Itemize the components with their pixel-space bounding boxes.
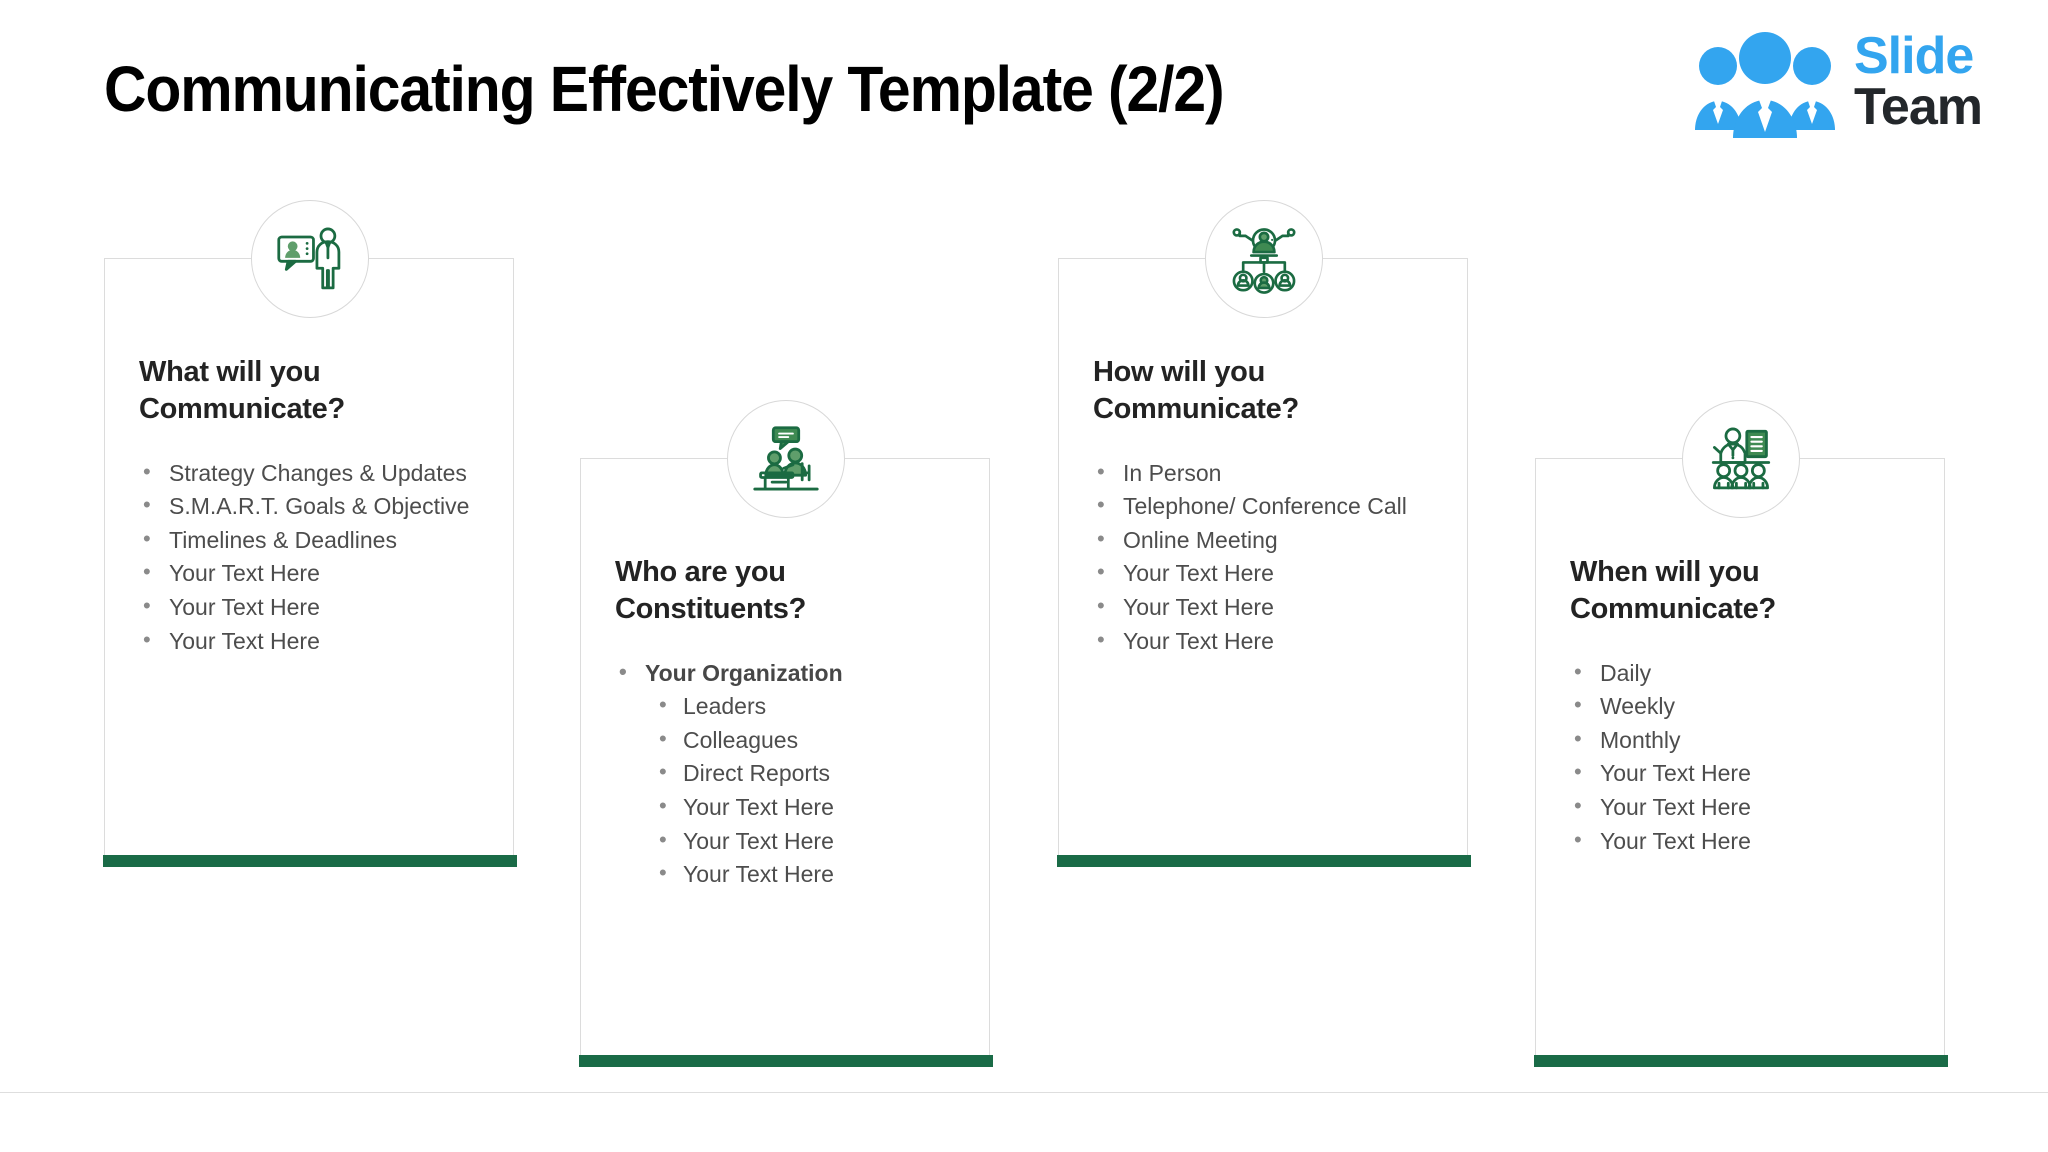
- card-bullet-list: DailyWeeklyMonthlyYour Text HereYour Tex…: [1570, 657, 1910, 857]
- footer-divider: [0, 1092, 2048, 1093]
- list-item: Your Text Here: [615, 858, 955, 890]
- card-what-will-you-communicate[interactable]: What will you Communicate? Strategy Chan…: [103, 200, 517, 867]
- list-item: Your Text Here: [1093, 557, 1433, 589]
- card-accent-bar: [1057, 855, 1471, 867]
- card-bullet-list: Your OrganizationLeadersColleaguesDirect…: [615, 657, 955, 890]
- list-item: Monthly: [1570, 724, 1910, 756]
- card-when-will-you-communicate[interactable]: When will you Communicate? DailyWeeklyMo…: [1534, 400, 1948, 1067]
- card-heading: What will you Communicate?: [139, 356, 345, 425]
- card-bullet-list: Strategy Changes & UpdatesS.M.A.R.T. Goa…: [139, 457, 479, 657]
- list-item: Weekly: [1570, 690, 1910, 722]
- list-item: Leaders: [615, 690, 955, 722]
- list-item: Your Text Here: [615, 825, 955, 857]
- list-item: Online Meeting: [1093, 524, 1433, 556]
- list-item: Your Text Here: [139, 557, 479, 589]
- list-item: Daily: [1570, 657, 1910, 689]
- list-item: Colleagues: [615, 724, 955, 756]
- list-item: In Person: [1093, 457, 1433, 489]
- list-item: Timelines & Deadlines: [139, 524, 479, 556]
- list-item: Your Text Here: [1093, 591, 1433, 623]
- card-content: How will you Communicate? In PersonTelep…: [1059, 259, 1467, 656]
- card-how-will-you-communicate[interactable]: How will you Communicate? In PersonTelep…: [1057, 200, 1471, 867]
- list-item: Your Text Here: [615, 791, 955, 823]
- list-item: Your Text Here: [139, 591, 479, 623]
- card-accent-bar: [1534, 1055, 1948, 1067]
- list-item: Your Text Here: [139, 625, 479, 657]
- list-item: Your Organization: [615, 657, 955, 689]
- card-bullet-list: In PersonTelephone/ Conference CallOnlin…: [1093, 457, 1433, 657]
- slideteam-people-logo-icon: [1690, 26, 1840, 138]
- list-item: Your Text Here: [1570, 791, 1910, 823]
- card-accent-bar: [103, 855, 517, 867]
- card-heading: How will you Communicate?: [1093, 356, 1299, 425]
- card-who-are-you-constituents[interactable]: Who are you Constituents? Your Organizat…: [579, 400, 993, 1067]
- list-item: Telephone/ Conference Call: [1093, 490, 1433, 522]
- card-content: What will you Communicate? Strategy Chan…: [105, 259, 513, 656]
- list-item: S.M.A.R.T. Goals & Objective: [139, 490, 479, 522]
- people-network-hierarchy-icon: [1205, 200, 1323, 318]
- card-heading: Who are you Constituents?: [615, 556, 807, 625]
- list-item: Your Text Here: [1093, 625, 1433, 657]
- two-people-desk-conversation-icon: [727, 400, 845, 518]
- card-content: Who are you Constituents? Your Organizat…: [581, 459, 989, 890]
- presenter-audience-flipchart-icon: [1682, 400, 1800, 518]
- list-item: Strategy Changes & Updates: [139, 457, 479, 489]
- list-item: Direct Reports: [615, 757, 955, 789]
- slideteam-logo: Slide Team: [1690, 22, 2030, 142]
- presentation-screen-person-icon: [251, 200, 369, 318]
- page-title: Communicating Effectively Template (2/2): [104, 53, 1225, 125]
- list-item: Your Text Here: [1570, 825, 1910, 857]
- logo-word-slide: Slide: [1854, 27, 1974, 86]
- list-item: Your Text Here: [1570, 757, 1910, 789]
- card-heading: When will you Communicate?: [1570, 556, 1776, 625]
- card-content: When will you Communicate? DailyWeeklyMo…: [1536, 459, 1944, 856]
- logo-wordmark: Slide Team: [1854, 27, 1983, 136]
- logo-word-team: Team: [1854, 78, 1983, 136]
- card-accent-bar: [579, 1055, 993, 1067]
